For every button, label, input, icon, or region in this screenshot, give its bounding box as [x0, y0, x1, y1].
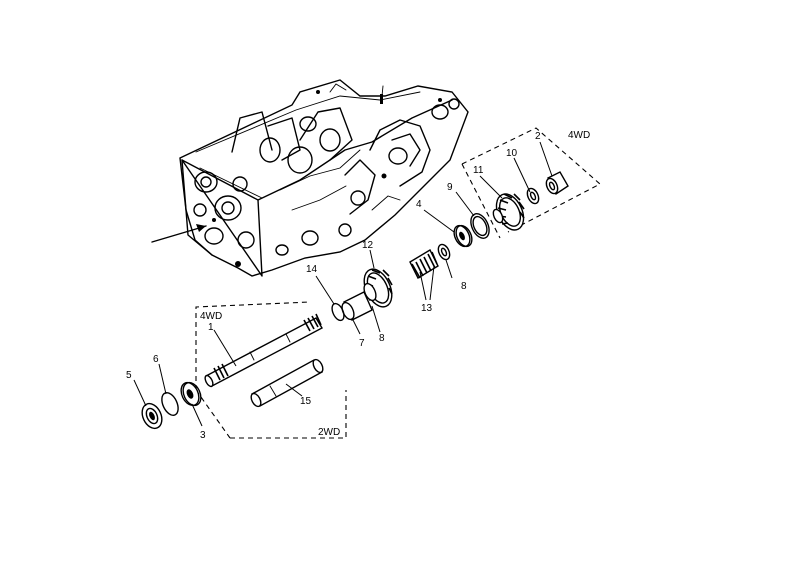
part-11-gear [492, 193, 525, 231]
part-8-washer-upper [437, 243, 451, 261]
part-2-bush [545, 171, 569, 196]
callout-12: 12 [362, 240, 374, 251]
callout-10: 10 [506, 148, 518, 159]
part-13-needle-bearings [409, 249, 439, 279]
callout-13: 13 [421, 303, 433, 314]
part-5-oil-seal [141, 402, 163, 430]
part-10-washer [526, 187, 540, 205]
part-3-bearing [180, 381, 202, 407]
callout-2: 2 [535, 131, 541, 142]
callout-8-lower: 8 [379, 333, 385, 344]
part-9-ring [470, 213, 490, 239]
callout-11: 11 [473, 165, 484, 176]
callout-15: 15 [300, 396, 312, 407]
part-6-snap-ring [161, 392, 179, 416]
callout-1: 1 [208, 322, 214, 333]
part-1-shaft [204, 313, 323, 388]
lower-shaft-group: 4WD 2WD [195, 301, 347, 439]
part-4-bearing [453, 224, 473, 248]
lower-4wd-label: 4WD [200, 311, 222, 322]
transmission-housing [151, 79, 469, 277]
callout-14: 14 [306, 264, 318, 275]
part-7-sleeve [341, 291, 373, 321]
part-15-shaft [250, 358, 324, 408]
callout-9: 9 [447, 182, 453, 193]
callout-labels: 2 10 11 9 4 12 8 13 14 7 8 1 15 6 5 3 [126, 131, 541, 441]
callout-7: 7 [359, 338, 365, 349]
callout-4: 4 [416, 199, 422, 210]
callout-5: 5 [126, 370, 132, 381]
callout-8-upper: 8 [461, 281, 467, 292]
upper-4wd-label: 4WD [568, 130, 590, 141]
lower-2wd-label: 2WD [318, 427, 340, 438]
leader-lines [133, 141, 553, 427]
upper-4wd-group: 4WD [461, 127, 601, 239]
callout-6: 6 [153, 354, 159, 365]
callout-3: 3 [200, 430, 206, 441]
